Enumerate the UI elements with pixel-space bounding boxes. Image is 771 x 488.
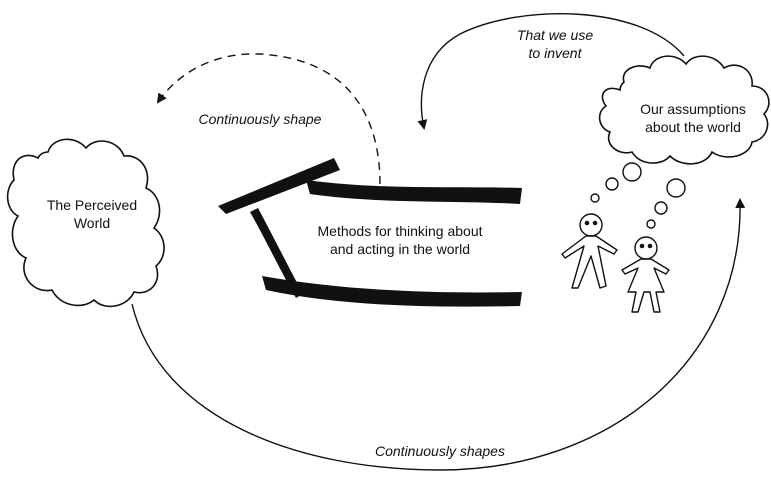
man-eye-right — [592, 220, 598, 226]
dashed-arrow-label: Continuously shape — [180, 110, 340, 128]
stick-figure-woman-icon — [621, 236, 670, 313]
top-arrow-line1: That we use — [516, 27, 594, 43]
bottom-arrow-text: Continuously shapes — [375, 443, 505, 459]
man-body — [561, 235, 618, 289]
bubble-6 — [666, 178, 686, 198]
man-eye-left — [584, 220, 590, 226]
methods-frame-icon — [218, 158, 522, 307]
woman-body — [621, 258, 670, 313]
stick-figure-man-icon — [561, 213, 618, 289]
perceived-world-line1: The Perceived — [46, 197, 138, 213]
assumptions-line2: about the world — [645, 119, 741, 135]
methods-line1: Methods for thinking about — [317, 223, 483, 239]
thought-bubbles-icon — [590, 162, 686, 229]
dashed-arrow-text: Continuously shape — [198, 111, 322, 127]
methods-line2: and acting in the world — [329, 241, 471, 257]
bottom-arrow-label: Continuously shapes — [350, 442, 530, 460]
bubble-2 — [605, 177, 619, 191]
bubble-1 — [590, 193, 600, 203]
woman-eye-right — [647, 243, 653, 249]
top-arrow-path — [417, 12, 685, 130]
top-arrow-line2: to invent — [528, 45, 582, 61]
woman-eye-left — [639, 243, 645, 249]
bubble-4 — [646, 219, 656, 229]
methods-label: Methods for thinking about and acting in… — [290, 222, 510, 258]
bottom-arrow-path — [131, 198, 746, 471]
man-head — [579, 213, 603, 237]
assumptions-line1: Our assumptions — [640, 101, 746, 117]
perceived-world-line2: World — [73, 215, 111, 231]
frame-top-left-bar — [218, 158, 340, 214]
perceived-world-label: The Perceived World — [32, 196, 152, 232]
bubble-5 — [654, 201, 668, 215]
top-arrow-label: That we use to invent — [490, 26, 620, 62]
woman-head — [634, 236, 658, 260]
bubble-3 — [622, 162, 642, 182]
frame-diagonal-leg — [250, 208, 303, 298]
assumptions-cloud — [598, 55, 770, 165]
perceived-world-cloud — [6, 138, 165, 308]
assumptions-label: Our assumptions about the world — [618, 100, 768, 136]
frame-bottom-rail — [262, 276, 522, 307]
dashed-arrow-path — [156, 53, 381, 185]
frame-top-rail — [306, 180, 522, 204]
